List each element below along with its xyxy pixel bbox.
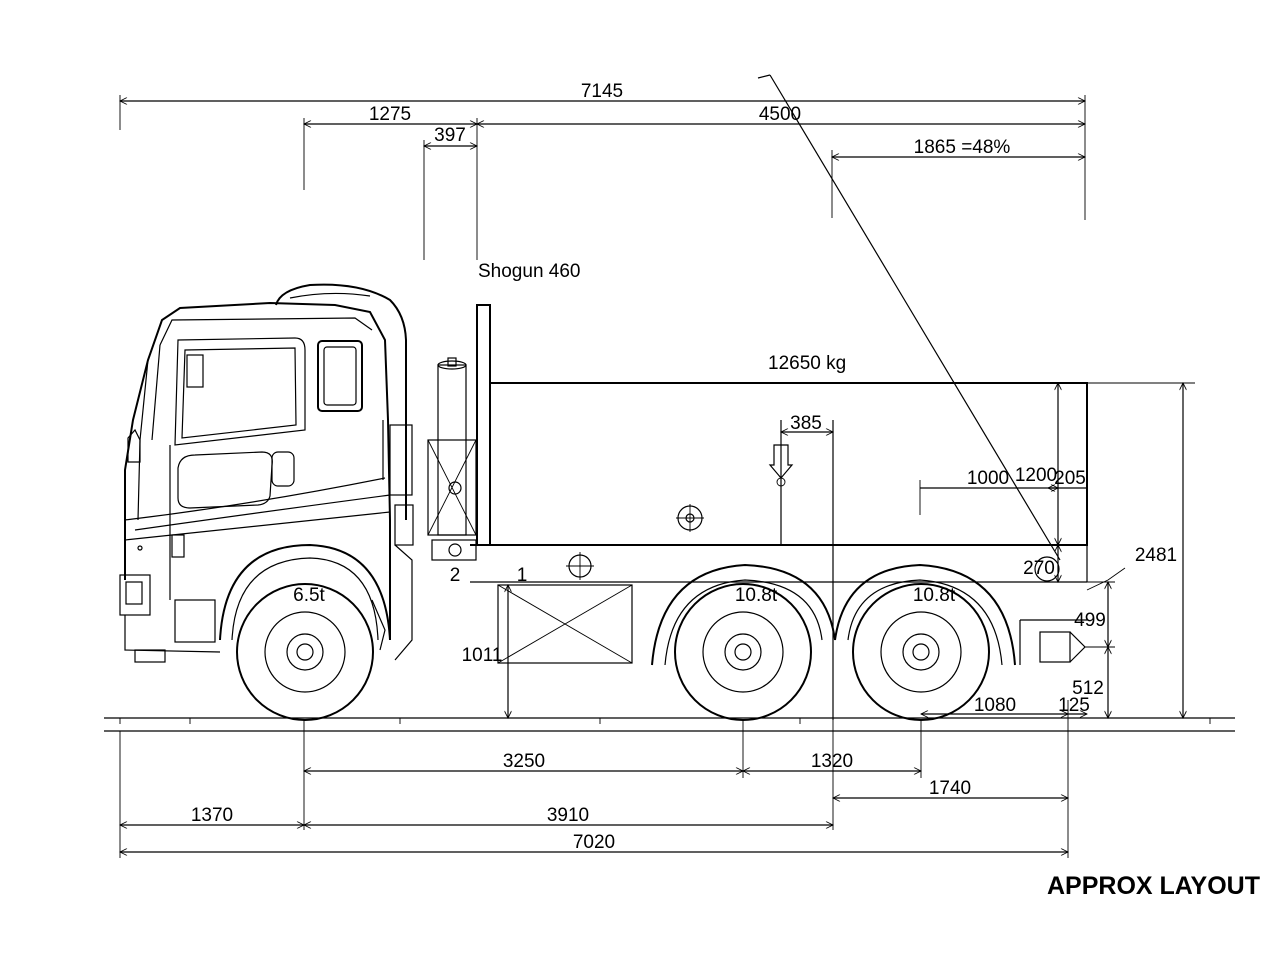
ground-line	[104, 717, 1235, 732]
exhaust-stack	[427, 357, 477, 561]
dim-cog-offset: 385	[790, 413, 822, 434]
wheel-front	[236, 583, 374, 721]
approx-layout-caption: APPROX LAYOUT	[1047, 872, 1260, 900]
dim-205: 205	[1054, 468, 1086, 489]
dim-cab-to-body: 1275	[369, 104, 411, 125]
dim-rear-overhang-pct: 1865 =48%	[914, 137, 1011, 158]
payload-label: 12650 kg	[768, 353, 846, 374]
cog-marker	[768, 420, 833, 720]
dim-3910: 3910	[547, 805, 589, 826]
dim-2481: 2481	[1135, 545, 1177, 566]
dim-overall-length: 7020	[573, 832, 615, 853]
dim-512: 512	[1072, 678, 1104, 699]
dim-front-overhang: 1370	[191, 805, 233, 826]
tipper-body	[476, 304, 1088, 546]
dim-body-length: 4500	[759, 104, 801, 125]
truck-cab	[119, 283, 414, 663]
dimension-lines	[120, 95, 1195, 858]
axle-rear2-load: 10.8t	[913, 585, 956, 606]
marker-two: 2	[450, 565, 461, 586]
model-label: Shogun 460	[478, 261, 581, 282]
chassis-frame	[470, 544, 1088, 665]
dim-bogie: 1320	[811, 751, 853, 772]
dim-wheelbase: 3250	[503, 751, 545, 772]
marker-one: 1	[517, 565, 528, 586]
axle-front-load: 6.5t	[293, 585, 325, 606]
dim-gap: 397	[434, 125, 466, 146]
dim-rear-overhang: 1740	[929, 778, 971, 799]
dim-1000: 1000	[967, 468, 1009, 489]
tipping-angle-line	[757, 74, 1061, 561]
dim-1200: 1200	[1015, 465, 1057, 486]
axle-rear1-load: 10.8t	[735, 585, 778, 606]
dim-1011: 1011	[462, 645, 503, 666]
dim-overall-top: 7145	[581, 81, 623, 102]
dim-499: 499	[1074, 610, 1106, 631]
dim-1080: 1080	[974, 695, 1016, 716]
dim-125: 125	[1058, 695, 1090, 716]
dim-270: 270	[1023, 558, 1055, 579]
